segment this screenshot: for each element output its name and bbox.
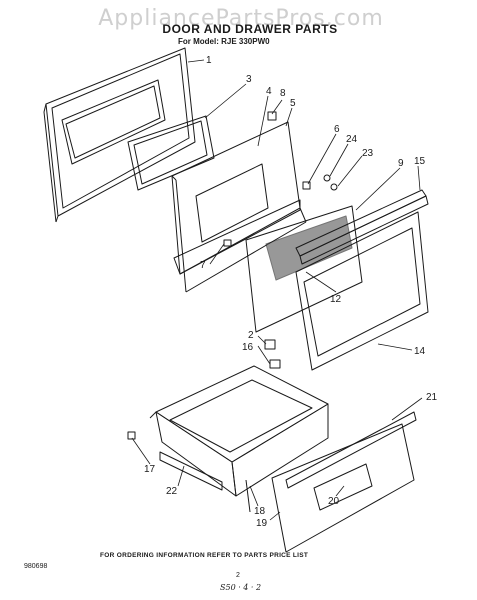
callout-3: 3	[246, 74, 252, 85]
part-drawer-side	[245, 479, 251, 513]
part-17-clip	[127, 431, 136, 440]
callout-14: 14	[414, 346, 426, 357]
callout-16: 16	[242, 342, 254, 353]
callout-6: 6	[334, 124, 340, 135]
part-drawer-body	[149, 365, 329, 497]
model-label: For Model: RJE 330PW0	[178, 37, 270, 46]
leader-lines	[131, 59, 423, 521]
part-inner-door-panel	[171, 121, 307, 293]
callout-18: 18	[254, 506, 266, 517]
callout-9: 9	[398, 158, 404, 169]
part-glass-panel	[245, 205, 363, 333]
part-23-screw	[330, 183, 338, 191]
callout-7: 7	[200, 260, 206, 271]
callout-21: 21	[426, 392, 438, 403]
callout-8: 8	[280, 88, 286, 99]
part-door-frame	[295, 211, 429, 371]
callout-23: 23	[362, 148, 374, 159]
diagram-title: DOOR AND DRAWER PARTS	[162, 22, 338, 36]
callout-22: 22	[166, 486, 178, 497]
part-2-hinge	[264, 339, 276, 350]
callout-20: 20	[328, 496, 340, 507]
part-drawer-trim	[285, 411, 417, 489]
callout-2: 2	[248, 330, 254, 341]
part-24-screw	[323, 174, 331, 182]
part-7-clip	[223, 239, 232, 247]
callout-19: 19	[256, 518, 268, 529]
part-outer-door-panel	[43, 47, 196, 223]
part-drawer-rail	[159, 451, 223, 491]
callout-labels: 1 3 4 8 5 6 24 23 9 15 7 12 2 16 14 21 1…	[144, 55, 438, 529]
part-6-clip	[302, 181, 311, 190]
part-drawer-front	[271, 423, 415, 553]
handwritten-stamp: S50 · 4 · 2	[220, 583, 262, 592]
callout-1: 1	[206, 55, 212, 66]
callout-24: 24	[346, 134, 358, 145]
callout-4: 4	[266, 86, 272, 97]
page-number: 2	[236, 572, 240, 579]
part-16-hinge	[269, 359, 281, 369]
callout-12: 12	[330, 294, 342, 305]
watermark: AppliancePartsPros.com	[98, 6, 384, 31]
callout-5: 5	[290, 98, 296, 109]
callout-17: 17	[144, 464, 156, 475]
part-8-clip	[267, 111, 277, 121]
ordering-note: FOR ORDERING INFORMATION REFER TO PARTS …	[100, 552, 309, 559]
callout-15: 15	[414, 156, 426, 167]
part-top-trim	[295, 189, 429, 265]
part-window-gasket	[127, 115, 215, 191]
document-code: 980698	[24, 563, 48, 570]
